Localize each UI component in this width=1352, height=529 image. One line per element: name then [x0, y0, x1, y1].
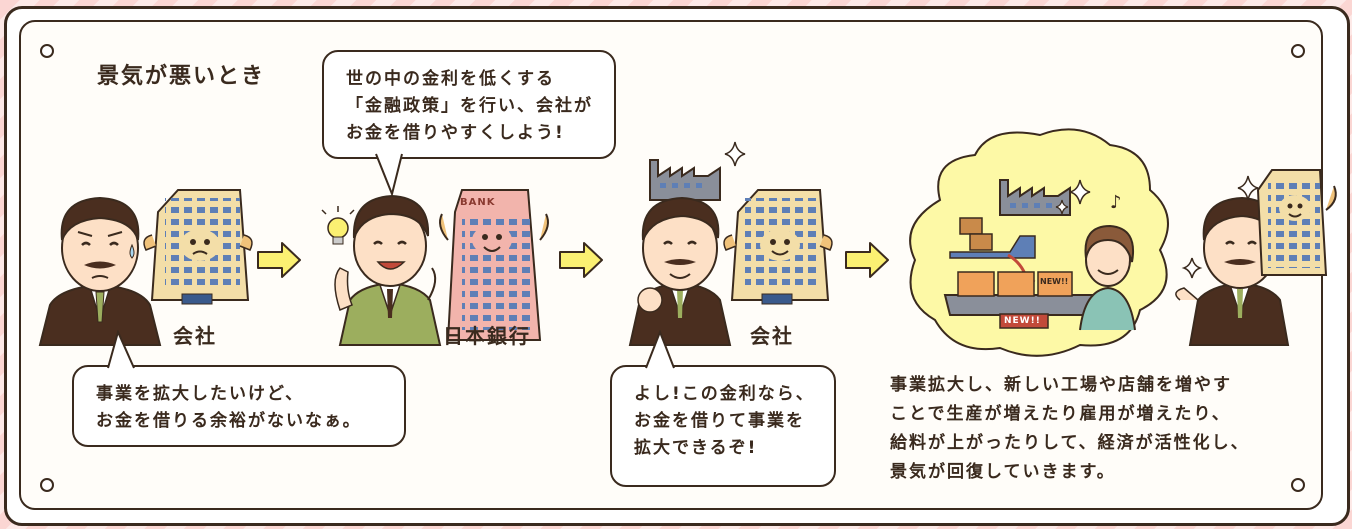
happy-speech-bubble: よし!この金利なら、 お金を借りて事業を 拡大できるぞ!	[610, 365, 836, 487]
sparkle-icon	[1069, 179, 1091, 205]
conclusion-text: 事業拡大し、新しい工場や店舗を増やす ことで生産が増えたり雇用が増えたり、 給料…	[890, 375, 1250, 482]
factory-icon	[649, 159, 721, 201]
sparkle-icon	[1237, 175, 1259, 201]
arrow-icon	[559, 242, 603, 278]
corner-screw	[1291, 478, 1305, 492]
company-building-happy	[723, 189, 833, 305]
boj-businessman	[334, 194, 442, 346]
corner-screw	[1291, 44, 1305, 58]
boj-speech-bubble: 世の中の金利を低くする 「金融政策」を行い、会社が お金を借りやすくしよう!	[322, 50, 616, 159]
new-tag: NEW!!	[1040, 277, 1069, 286]
arrow-icon	[257, 242, 301, 278]
bank-building	[439, 189, 549, 341]
arrow-icon	[845, 242, 889, 278]
prosperity-cloud	[909, 128, 1169, 357]
panel-title: 景気が悪いとき	[97, 64, 266, 89]
worried-speech-text: 事業を拡大したいけど、 お金を借りる余裕がないなぁ。	[96, 384, 362, 431]
bubble-tail	[375, 152, 403, 198]
sparkle-icon	[1181, 257, 1203, 279]
company-building-sad	[143, 189, 253, 305]
worried-speech-bubble: 事業を拡大したいけど、 お金を借りる余裕がないなぁ。	[72, 365, 406, 447]
bubble-tail	[645, 330, 675, 370]
bank-sign: BANK	[460, 197, 496, 208]
company-building-peek	[1256, 169, 1337, 276]
corner-screw	[40, 44, 54, 58]
corner-screw	[40, 478, 54, 492]
bubble-tail	[107, 330, 135, 370]
new-sign: NEW!!	[1004, 316, 1041, 326]
lightbulb-icon	[321, 206, 355, 245]
music-note-icon: ♪	[1110, 192, 1122, 213]
worried-businessman	[38, 196, 162, 346]
sparkle-icon	[1055, 199, 1069, 215]
happy-speech-text: よし!この金利なら、 お金を借りて事業を 拡大できるぞ!	[634, 384, 815, 458]
boj-speech-text: 世の中の金利を低くする 「金融政策」を行い、会社が お金を借りやすくしよう!	[346, 69, 593, 143]
sparkle-icon	[724, 141, 746, 167]
bank-label: 日本銀行	[443, 324, 531, 348]
company-label: 会社	[750, 324, 794, 348]
company-label: 会社	[173, 324, 217, 348]
happy-businessman	[628, 196, 732, 346]
